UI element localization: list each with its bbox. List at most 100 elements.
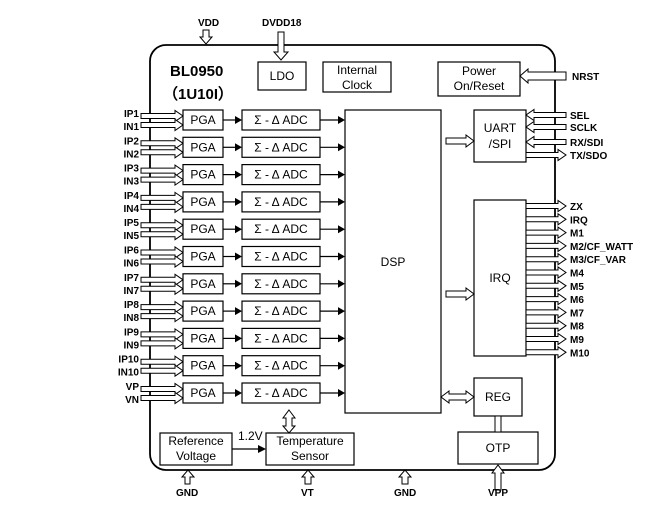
temperature-sensor-block	[265, 432, 355, 466]
adc-dsp-arrowhead	[338, 225, 345, 234]
otp-label: OTP	[486, 441, 511, 455]
adc-label: Σ - Δ ADC	[254, 277, 308, 291]
vdd-arrow	[198, 29, 214, 45]
irq-output-label: M2/CF_WATT	[570, 242, 633, 253]
pin-positive: IP1	[124, 109, 139, 120]
temperature-sensor-label-2: Sensor	[291, 449, 329, 463]
uart-spi-label-2: /SPI	[489, 137, 512, 151]
pin-dvdd18: DVDD18	[262, 18, 302, 29]
input-arrow-negative	[140, 145, 184, 159]
power-reset-label-2: On/Reset	[454, 79, 505, 93]
vt-arrow	[300, 469, 316, 485]
pin-negative: IN5	[123, 231, 139, 242]
irq-output-label: M3/CF_VAR	[570, 255, 627, 266]
pin-nrst: NRST	[572, 72, 599, 83]
pga-adc-arrowhead	[235, 334, 242, 343]
otp-block	[457, 431, 539, 465]
adc-label: Σ - Δ ADC	[254, 168, 308, 182]
irq-output-1: ZX	[525, 199, 583, 213]
serial-pin-4: TX/SDO	[525, 148, 607, 162]
uart-spi-label-1: UART	[484, 121, 517, 135]
internal-clock-block	[322, 61, 392, 93]
irq-output-arrow	[525, 279, 567, 293]
irq-output-label: IRQ	[570, 215, 588, 226]
ldo-label: LDO	[270, 69, 295, 83]
input-arrow-negative	[140, 309, 184, 323]
input-arrow-positive	[140, 136, 184, 150]
irq-output-arrow	[525, 292, 567, 306]
adc-label: Σ - Δ ADC	[254, 304, 308, 318]
dsp-to-uart-arrow	[445, 134, 475, 148]
pin-negative: IN9	[123, 340, 139, 351]
serial-pin-label: SEL	[570, 111, 589, 122]
adc-dsp-arrowhead	[338, 389, 345, 397]
irq-output-9: M7	[525, 305, 584, 319]
pga-adc-arrowhead	[235, 389, 242, 397]
irq-output-label: M7	[570, 308, 584, 319]
power-reset-block	[437, 61, 521, 97]
uart-spi-block	[473, 109, 527, 163]
adc-label: Σ - Δ ADC	[254, 386, 308, 400]
adc-dsp-arrowhead	[338, 170, 345, 179]
input-arrow-positive	[140, 300, 184, 314]
pin-negative: IN8	[123, 313, 139, 324]
adc-label: Σ - Δ ADC	[254, 250, 308, 264]
irq-output-label: M8	[570, 322, 584, 333]
irq-block	[473, 199, 527, 357]
pin-negative: IN3	[123, 177, 139, 188]
input-arrow-positive	[140, 191, 184, 205]
pga-adc-arrowhead	[235, 252, 242, 261]
adc-label: Σ - Δ ADC	[254, 331, 308, 345]
pga-adc-arrowhead	[235, 143, 242, 152]
irq-output-label: ZX	[570, 202, 583, 213]
internal-clock-label-2: Clock	[342, 78, 373, 92]
irq-output-label: M10	[570, 348, 590, 359]
dsp-block	[344, 109, 442, 414]
pga-label: PGA	[190, 222, 215, 236]
pin-positive: IP6	[124, 246, 139, 257]
dvdd18-arrow	[272, 31, 290, 61]
adc-label: Σ - Δ ADC	[254, 359, 308, 373]
pga-label: PGA	[190, 140, 215, 154]
chip-variant: （1U10I）	[163, 85, 233, 103]
pin-vpp: VPP	[488, 488, 508, 499]
pin-negative: IN4	[123, 204, 139, 215]
pga-adc-arrowhead	[235, 361, 242, 370]
irq-label: IRQ	[489, 271, 510, 285]
input-arrow-positive	[140, 273, 184, 287]
input-arrow-negative	[140, 118, 184, 132]
dsp-reg-arrow	[440, 390, 475, 404]
pga-adc-arrowhead	[235, 225, 242, 234]
irq-output-arrow	[525, 345, 567, 359]
serial-pin-label: SCLK	[570, 123, 598, 134]
pga-label: PGA	[190, 386, 215, 400]
pga-label: PGA	[190, 304, 215, 318]
adc-dsp-arrowhead	[338, 116, 345, 124]
serial-pin-label: TX/SDO	[570, 151, 607, 162]
irq-output-arrow	[525, 266, 567, 279]
irq-output-arrow	[525, 226, 567, 240]
pga-adc-arrowhead	[235, 307, 242, 316]
irq-output-7: M5	[525, 279, 584, 293]
adc-dsp-arrowhead	[338, 143, 345, 152]
adc-dsp-arrowhead	[338, 279, 345, 288]
input-arrow-negative	[140, 391, 184, 405]
input-arrow-negative	[140, 364, 184, 378]
ldo-block	[257, 61, 307, 91]
irq-output-arrow	[525, 199, 567, 213]
pga-label: PGA	[190, 277, 215, 291]
input-arrow-negative	[140, 255, 184, 268]
pga-label: PGA	[190, 331, 215, 345]
irq-output-2: IRQ	[525, 212, 588, 226]
adc-label: Σ - Δ ADC	[254, 140, 308, 154]
pin-positive: IP3	[124, 164, 139, 175]
pin-vdd: VDD	[198, 18, 219, 29]
pga-label: PGA	[190, 359, 215, 373]
irq-output-3: M1	[525, 226, 584, 240]
